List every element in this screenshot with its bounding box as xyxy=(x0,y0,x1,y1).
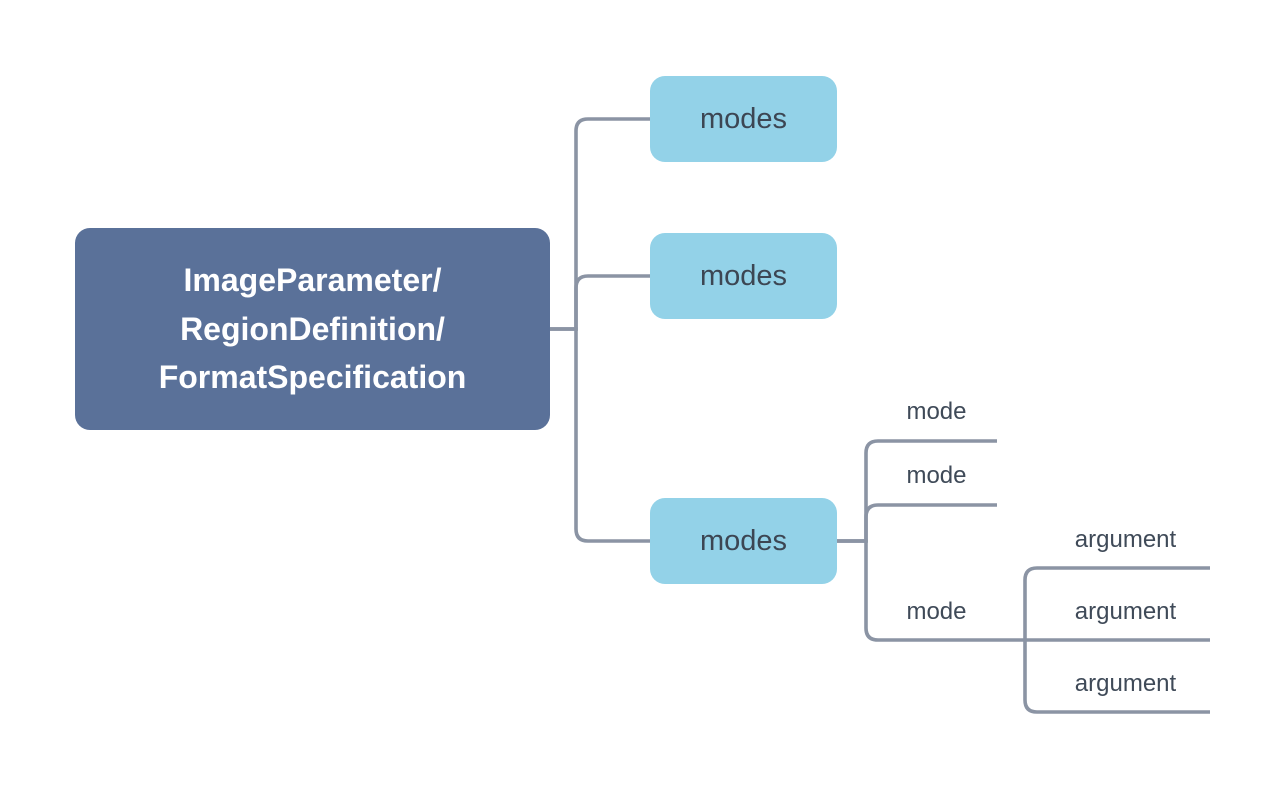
edge-mode3-to-argument-3 xyxy=(1023,640,1210,714)
edge-root-to-modes-3 xyxy=(550,327,650,543)
mode-leaf-3: mode xyxy=(906,598,967,625)
modes-node-1-label: modes xyxy=(699,102,788,135)
modes-node-1: modes xyxy=(650,76,837,162)
modes-node-2: modes xyxy=(650,233,837,319)
edge-modes3-to-mode-3-and-argument-2 xyxy=(837,539,1210,642)
argument-leaf-3: argument xyxy=(1074,670,1177,697)
modes-node-2-label: modes xyxy=(699,259,788,292)
edge-root-to-modes-1 xyxy=(550,117,650,331)
edge-modes3-to-mode-1 xyxy=(837,439,997,543)
edge-root-to-modes-2 xyxy=(550,274,650,331)
argument-leaf-1: argument xyxy=(1074,526,1177,553)
mode-leaf-2: mode xyxy=(906,462,967,489)
modes-node-3: modes xyxy=(650,498,837,584)
mode-leaf-1: mode xyxy=(906,398,967,425)
modes-node-3-label: modes xyxy=(699,524,788,557)
argument-leaf-2: argument xyxy=(1074,598,1177,625)
root-node: ImageParameter/ RegionDefinition/ Format… xyxy=(75,228,550,430)
edge-mode3-to-argument-1 xyxy=(1023,566,1210,640)
root-node-label-line-2: RegionDefinition/ xyxy=(180,310,445,347)
root-node-label-line-1: ImageParameter/ xyxy=(183,262,442,299)
root-node-label-line-3: FormatSpecification xyxy=(158,359,467,396)
edge-modes3-to-mode-2 xyxy=(837,503,997,543)
